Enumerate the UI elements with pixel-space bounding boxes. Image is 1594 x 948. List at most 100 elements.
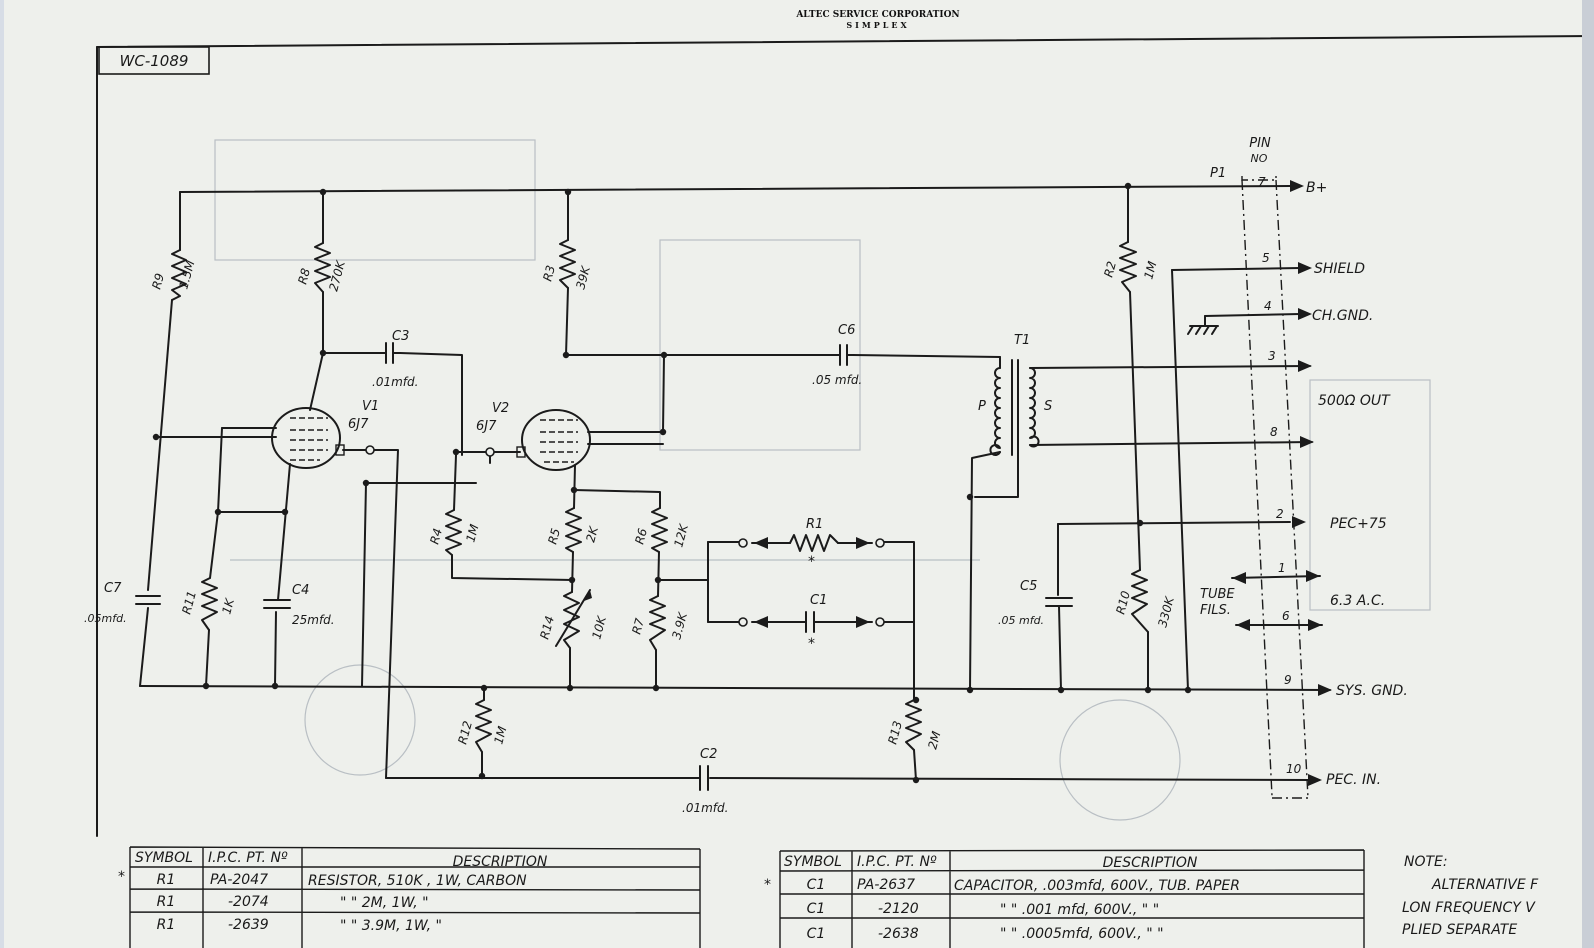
table-right-star: * xyxy=(764,877,771,893)
svg-text:PA-2047: PA-2047 xyxy=(210,872,268,888)
svg-text:-2639: -2639 xyxy=(228,917,269,933)
svg-text:.05 mfd.: .05 mfd. xyxy=(812,373,862,387)
resistor-r6 xyxy=(651,507,668,553)
svg-text:-2638: -2638 xyxy=(878,926,919,942)
resistor-r8 xyxy=(314,242,331,293)
svg-text:C3: C3 xyxy=(392,329,409,344)
svg-text:" " .001 mfd, 600V., ": " " .001 mfd, 600V., " " xyxy=(1000,902,1159,918)
svg-text:R14: R14 xyxy=(537,614,557,640)
svg-text:T1: T1 xyxy=(1014,333,1030,348)
svg-text:RESISTOR, 510K , 1W, CARBON: RESISTOR, 510K , 1W, CARBON xyxy=(308,873,527,889)
capacitor-c6 xyxy=(839,344,854,366)
svg-text:.01mfd.: .01mfd. xyxy=(682,801,728,815)
tube-fils-label-2: FILS. xyxy=(1200,603,1231,618)
svg-text:CAPACITOR, .003mfd, 600V., TUB: CAPACITOR, .003mfd, 600V., TUB. PAPER xyxy=(954,878,1240,894)
b-plus-label: B+ xyxy=(1306,180,1327,196)
pin-1: 1 xyxy=(1278,561,1286,575)
svg-text:*: * xyxy=(808,554,815,570)
pin-header: PIN xyxy=(1249,136,1271,151)
svg-text:P: P xyxy=(978,399,986,414)
resistor-symbols xyxy=(171,239,1149,753)
pin-number-header: NO xyxy=(1251,152,1268,165)
svg-text:R1: R1 xyxy=(806,517,823,532)
svg-text:R2: R2 xyxy=(1101,260,1119,279)
svg-text:-2120: -2120 xyxy=(878,901,919,917)
svg-text:.05 mfd.: .05 mfd. xyxy=(998,614,1044,627)
svg-text:R11: R11 xyxy=(179,589,199,615)
resistor-r2 xyxy=(1119,241,1137,293)
chassis-ground-label: CH.GND. xyxy=(1312,308,1373,324)
plug-label: P1 xyxy=(1210,166,1226,181)
svg-text:C2: C2 xyxy=(700,747,717,762)
resistor-r13 xyxy=(905,699,922,751)
drawing-number: WC-1089 xyxy=(120,52,189,70)
note-line-1: ALTERNATIVE F xyxy=(1431,877,1539,893)
capacitor-c3 xyxy=(385,342,401,364)
wiring xyxy=(139,185,1331,781)
capacitor-c1 xyxy=(805,611,819,633)
svg-text:R6: R6 xyxy=(632,526,650,545)
table-left-header-symbol: SYMBOL xyxy=(135,850,193,866)
svg-text:C1: C1 xyxy=(810,593,827,608)
500-ohm-out-label: 500Ω OUT xyxy=(1318,393,1391,409)
resistor-r1 xyxy=(789,534,839,552)
svg-text:R13: R13 xyxy=(885,719,905,745)
junction-dots xyxy=(152,182,1192,784)
svg-text:R1: R1 xyxy=(157,872,176,888)
pin-2: 2 xyxy=(1276,507,1284,521)
pin-4: 4 xyxy=(1264,299,1272,313)
tube-v2 xyxy=(516,409,591,471)
note-line-2: LON FREQUENCY V xyxy=(1402,900,1536,916)
svg-text:R1: R1 xyxy=(157,917,176,933)
svg-text:R3: R3 xyxy=(540,264,558,283)
resistor-r9 xyxy=(171,249,187,301)
svg-text:R10: R10 xyxy=(1113,589,1133,616)
variable-arrow xyxy=(555,589,591,647)
table-left-header-part: I.P.C. PT. Nº xyxy=(208,850,288,866)
table-right-header-symbol: SYMBOL xyxy=(784,854,842,870)
svg-text:R12: R12 xyxy=(455,719,475,745)
svg-text:1K: 1K xyxy=(219,596,237,616)
pin-10: 10 xyxy=(1286,762,1302,776)
table-left-star: * xyxy=(118,869,125,885)
ac-6-3-label: 6.3 A.C. xyxy=(1330,593,1385,609)
svg-text:R9: R9 xyxy=(149,272,167,291)
resistor-r7 xyxy=(649,595,666,651)
terminals xyxy=(365,445,885,627)
connector-p1 xyxy=(1241,176,1310,799)
parts-table-resistors: SYMBOL I.P.C. PT. Nº DESCRIPTION * R1 PA… xyxy=(118,846,701,948)
pin-5: 5 xyxy=(1262,251,1270,265)
svg-text:.01mfd.: .01mfd. xyxy=(372,375,418,389)
svg-text:10K: 10K xyxy=(589,614,609,641)
pin-8: 8 xyxy=(1270,425,1278,439)
company-name: ALTEC SERVICE CORPORATION xyxy=(795,10,959,20)
arrowheads xyxy=(754,180,1332,786)
svg-text:C4: C4 xyxy=(292,583,309,598)
svg-text:39K: 39K xyxy=(573,264,593,291)
resistor-r12 xyxy=(475,699,492,753)
pin-7: 7 xyxy=(1258,175,1266,189)
svg-text:R7: R7 xyxy=(629,616,647,635)
svg-text:1M: 1M xyxy=(463,522,481,544)
svg-text:25mfd.: 25mfd. xyxy=(292,613,335,627)
pin-3: 3 xyxy=(1268,349,1276,363)
svg-text:" " 3.9M, 1W, ": " " 3.9M, 1W, " xyxy=(340,918,442,934)
product-name: SIMPLEX xyxy=(846,20,909,30)
svg-text:C5: C5 xyxy=(1020,579,1037,594)
svg-text:C1: C1 xyxy=(807,926,826,942)
resistor-r3 xyxy=(559,239,576,289)
svg-text:C7: C7 xyxy=(104,581,122,596)
pec-in-label: PEC. IN. xyxy=(1326,772,1381,788)
shield-label: SHIELD xyxy=(1314,261,1365,277)
resistor-r4 xyxy=(445,509,462,556)
transformer-t1 xyxy=(989,359,1040,456)
svg-text:R5: R5 xyxy=(545,527,563,546)
resistor-r11 xyxy=(201,577,218,631)
pec-75-label: PEC+75 xyxy=(1330,516,1387,532)
svg-text:C1: C1 xyxy=(807,901,826,917)
note-line-3: PLIED SEPARATE xyxy=(1402,922,1517,938)
svg-text:-2074: -2074 xyxy=(228,894,269,910)
svg-text:*: * xyxy=(808,636,815,652)
tube-fils-label-1: TUBE xyxy=(1200,587,1235,602)
